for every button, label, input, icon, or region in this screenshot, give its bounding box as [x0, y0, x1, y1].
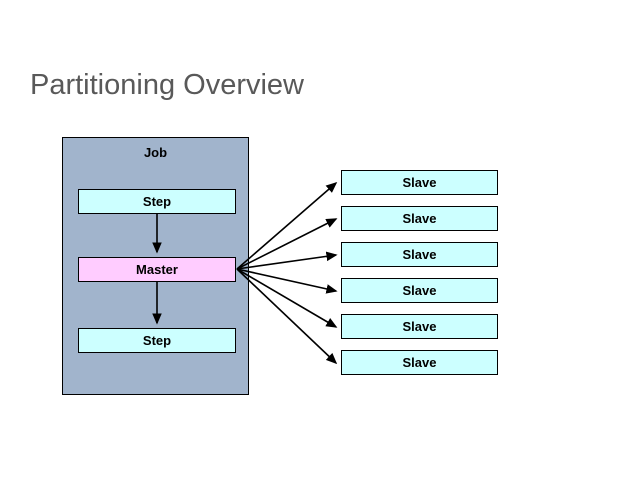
job-label: Job [143, 145, 168, 160]
slave-box-6[interactable]: Slave [341, 350, 498, 375]
connector-master-to-slave-2 [236, 218, 338, 270]
master-box[interactable]: Master [78, 257, 236, 282]
step-box-top[interactable]: Step [78, 189, 236, 214]
connector-master-to-slave-1 [236, 181, 338, 270]
page-title: Partitioning Overview [30, 69, 304, 101]
connector-master-to-slave-4 [236, 268, 338, 294]
slave-box-2[interactable]: Slave [341, 206, 498, 231]
slave-box-4[interactable]: Slave [341, 278, 498, 303]
slave-box-5[interactable]: Slave [341, 314, 498, 339]
slave-box-1[interactable]: Slave [341, 170, 498, 195]
slave-box-3[interactable]: Slave [341, 242, 498, 267]
connector-master-to-slave-6 [236, 268, 338, 365]
connector-master-to-slave-5 [236, 268, 338, 328]
connector-master-to-slave-3 [236, 251, 338, 270]
step-box-bottom[interactable]: Step [78, 328, 236, 353]
